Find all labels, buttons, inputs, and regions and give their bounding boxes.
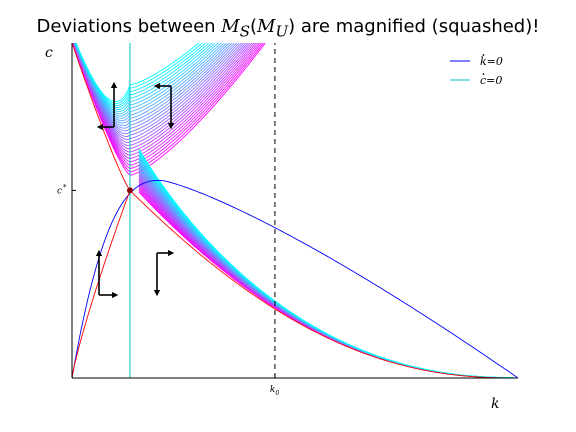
legend-dot-1 bbox=[482, 73, 485, 75]
arrow-top-right bbox=[153, 82, 175, 130]
trajectory-upper-3 bbox=[72, 43, 261, 166]
trajectory-lower-2 bbox=[138, 188, 514, 378]
trajectory-lower-1 bbox=[138, 190, 514, 378]
trajectory-upper-26 bbox=[75, 43, 203, 105]
trajectory-lower-15 bbox=[138, 168, 514, 378]
trajectory-upper-4 bbox=[72, 43, 259, 163]
legend-label-1: c=0 bbox=[480, 74, 502, 87]
legend-dot-0 bbox=[482, 54, 485, 56]
trajectory-upper-6 bbox=[72, 43, 255, 156]
stable-arm-lower bbox=[72, 189, 516, 378]
y-tick-sup: * bbox=[63, 183, 67, 191]
trajectory-upper-0 bbox=[72, 43, 266, 176]
x-axis-label: k bbox=[491, 396, 499, 412]
trajectory-lower-8 bbox=[138, 179, 514, 378]
trajectory-upper-23 bbox=[75, 43, 213, 110]
trajectory-upper-22 bbox=[74, 43, 216, 113]
trajectory-lower-24 bbox=[138, 153, 514, 378]
steady-state-point bbox=[126, 187, 133, 194]
trajectory-lower-20 bbox=[138, 160, 514, 378]
trajectory-lower-9 bbox=[138, 177, 514, 378]
direction-arrows bbox=[95, 81, 175, 299]
trajectory-lower-10 bbox=[138, 175, 514, 378]
trajectory-lower-19 bbox=[138, 161, 514, 378]
trajectory-upper-25 bbox=[75, 43, 207, 106]
trajectory-lower-17 bbox=[138, 164, 514, 378]
stable-arm-upper bbox=[72, 43, 130, 191]
trajectory-lower-7 bbox=[138, 180, 514, 378]
trajectory-lower-18 bbox=[138, 163, 514, 378]
y-axis-label: c bbox=[45, 45, 53, 61]
trajectory-lower-25 bbox=[138, 152, 514, 378]
trajectory-upper-27 bbox=[75, 43, 200, 103]
trajectory-upper-1 bbox=[72, 43, 264, 173]
legend: k=0c=0 bbox=[450, 54, 503, 87]
x-tick-sub: 0 bbox=[275, 390, 279, 397]
trajectory-lower-12 bbox=[138, 172, 514, 378]
legend-item-0: k=0 bbox=[450, 54, 503, 68]
x-tick-label: k bbox=[270, 385, 275, 395]
trajectory-lower-26 bbox=[138, 150, 514, 378]
y-tick-label: c bbox=[57, 186, 62, 196]
trajectory-lower-16 bbox=[138, 166, 514, 378]
trajectory-lower-21 bbox=[138, 158, 514, 378]
trajectory-lower-23 bbox=[138, 155, 514, 378]
trajectory-lower-3 bbox=[138, 186, 514, 378]
legend-item-1: c=0 bbox=[450, 73, 502, 87]
trajectory-upper-8 bbox=[72, 43, 251, 150]
trajectory-lower-4 bbox=[138, 185, 514, 378]
trajectory-lower-6 bbox=[138, 182, 514, 378]
trajectory-lower-14 bbox=[138, 169, 514, 378]
kdot-zero-curve bbox=[72, 179, 518, 378]
arrow-top-left bbox=[96, 81, 118, 131]
trajectory-lower-11 bbox=[138, 174, 514, 378]
trajectory-upper-24 bbox=[75, 43, 210, 108]
axes bbox=[71, 43, 518, 379]
trajectory-lower-27 bbox=[138, 148, 514, 378]
trajectory-lower-13 bbox=[138, 171, 514, 378]
arrow-bottom-left bbox=[95, 249, 119, 299]
legend-label-0: k=0 bbox=[480, 55, 503, 68]
arrow-bottom-right bbox=[153, 249, 175, 297]
chart-title: Deviations between MS(MU) are magnified … bbox=[36, 16, 540, 41]
trajectory-upper-20 bbox=[74, 43, 222, 117]
trajectory-upper-5 bbox=[72, 43, 257, 160]
trajectory-lower-0 bbox=[138, 191, 514, 378]
trajectory-upper-21 bbox=[74, 43, 219, 115]
trajectory-lower-5 bbox=[138, 183, 514, 378]
